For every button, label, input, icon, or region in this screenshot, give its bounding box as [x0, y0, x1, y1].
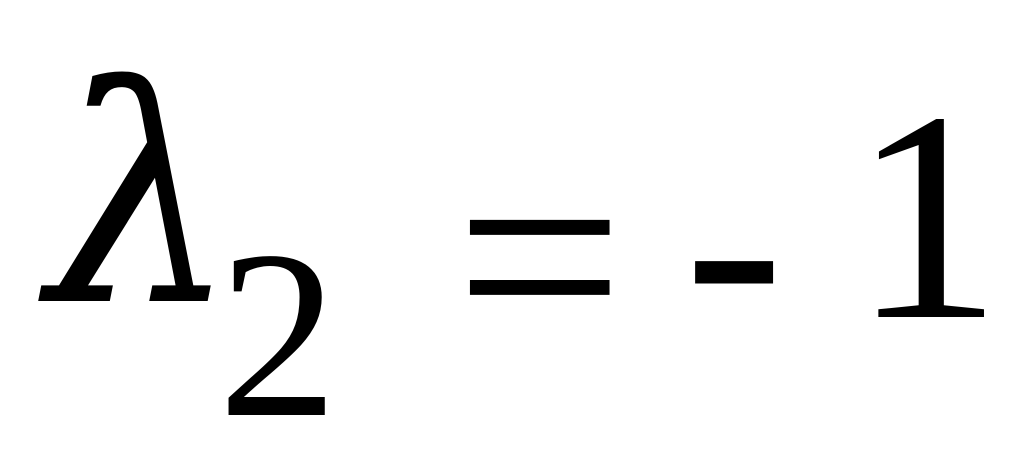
- equals-sign: =: [455, 90, 625, 422]
- minus-sign: -: [684, 76, 784, 408]
- math-equation: λ 2 = - 1: [48, 23, 1002, 455]
- subscript-index: 2: [218, 201, 338, 467]
- lambda-symbol: λ: [48, 23, 239, 372]
- value-number: 1: [852, 50, 1002, 382]
